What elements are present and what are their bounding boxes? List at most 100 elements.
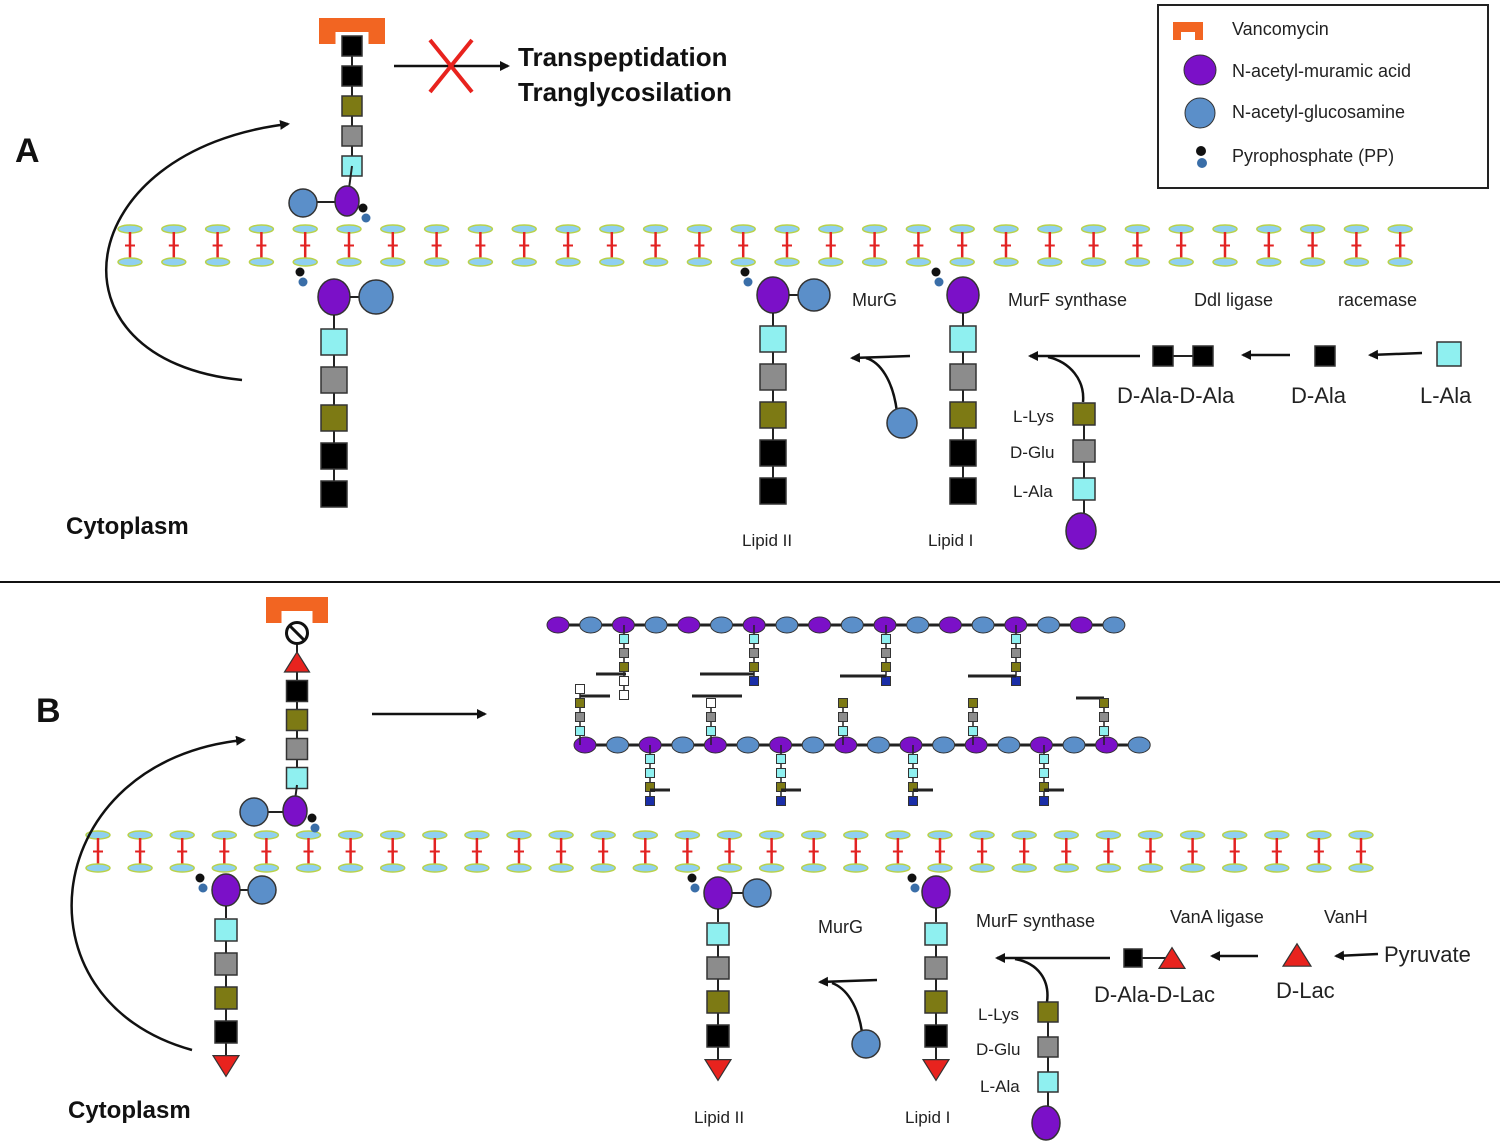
lipid-head-bottom [843, 863, 869, 873]
glcnac-unit [606, 736, 630, 754]
stem-residue [749, 662, 759, 672]
lipid-i-stem [921, 922, 951, 1082]
d-lac-residue [211, 1055, 241, 1078]
lipid-molecule [248, 224, 275, 267]
murnac-legend-icon [1183, 54, 1217, 86]
murnac-unit [964, 736, 988, 754]
panel-b-vana-ligase: VanA ligase [1170, 907, 1264, 927]
stem-residue [968, 698, 978, 708]
l-lys-residue [1072, 402, 1096, 426]
diagram-shapes [70, 18, 1462, 1141]
lipid-head-top [730, 224, 756, 234]
lipid-molecule [1221, 830, 1248, 873]
stem-residue [1099, 698, 1109, 708]
lipid-molecule [1168, 224, 1194, 267]
panel-a-d-ala-d-ala: D-Ala-D-Ala [1117, 383, 1235, 408]
l-lys-residue [285, 708, 309, 732]
block-x-mark [428, 38, 474, 94]
lipid-head-top [1095, 830, 1122, 840]
stem-residue [838, 726, 848, 736]
lipid-head-top [1343, 224, 1370, 234]
stem-residue [881, 676, 891, 686]
d-glu-residue [214, 952, 238, 976]
lipid-molecule [161, 224, 187, 267]
panel-b-murg: MurG [818, 917, 863, 937]
l-ala-residue [924, 922, 948, 946]
glcnac-sugar [239, 797, 269, 827]
outer-stem [341, 35, 363, 177]
panel-b-d-lac: D-Lac [1276, 978, 1335, 1003]
lipid-head-top [818, 224, 844, 234]
stem-residue [645, 768, 655, 778]
glcnac-unit [775, 616, 799, 634]
lipid-head-top [1348, 830, 1374, 840]
lipid-head-top [337, 830, 364, 840]
lipid-molecule [211, 830, 238, 873]
lipid-molecule [674, 830, 701, 873]
panel-b-vanh: VanH [1324, 907, 1368, 927]
pp-legend-icon-blue [1197, 158, 1207, 168]
lipid-head-bottom [1179, 863, 1206, 873]
lipid-molecule [506, 830, 532, 873]
l-lys-residue [1037, 1001, 1059, 1023]
pp-black-dot [740, 267, 750, 277]
d-glu-residue [759, 363, 787, 391]
panel-a-letter: A [15, 132, 40, 170]
bottom-strand-up-stem-2 [838, 698, 848, 745]
panel-a-flippase-arrow [104, 119, 290, 382]
lipid-head-bottom [337, 863, 364, 873]
murnac-unit [1069, 616, 1093, 634]
panel-a-l-ala-monomer [1436, 341, 1462, 367]
lipid-head-top [379, 830, 406, 840]
glcnac-unit [997, 736, 1021, 754]
lipid-molecule [949, 224, 975, 267]
legend-vancomycin: Vancomycin [1232, 19, 1329, 39]
murnac-sugar [921, 875, 951, 909]
panel-b-resistant-precursor [239, 597, 328, 833]
lipid-molecule [599, 224, 625, 267]
l-ala-residue [1037, 1071, 1059, 1093]
lipid-head-bottom [674, 863, 701, 873]
lipid-head-bottom [818, 257, 844, 267]
stem-residue [619, 662, 629, 672]
pp-black-dot [687, 873, 697, 883]
murf-feed-curve-b [1014, 957, 1049, 1003]
lipid-molecule [379, 830, 406, 873]
lipid-head-top [686, 224, 713, 234]
lipid-head-top [861, 224, 888, 234]
lipid-head-top [800, 830, 827, 840]
lipid-molecule [1306, 830, 1332, 873]
lipid-head-top [1256, 224, 1282, 234]
pp-black-dot [195, 873, 205, 883]
lipid-molecule [927, 830, 953, 873]
panel-a-d-ala: D-Ala [1291, 383, 1347, 408]
lipid-head-bottom [548, 863, 574, 873]
lipid-molecule [1095, 830, 1122, 873]
lipid-molecule [800, 830, 827, 873]
lipid-head-bottom [1137, 863, 1164, 873]
lipid-molecule [590, 830, 616, 873]
lipid-molecule [1124, 224, 1151, 267]
inner-stem [211, 918, 241, 1078]
lipid-molecule [467, 224, 494, 267]
pp-blue-dot [690, 883, 700, 893]
panel-a-membrane [117, 224, 1413, 267]
panel-b-udp-murnac-tripeptide [1031, 1001, 1061, 1141]
lipid-molecule [861, 224, 888, 267]
lipid-head-bottom [969, 863, 995, 873]
lipid-head-bottom [117, 257, 143, 267]
murnac-unit [573, 736, 597, 754]
d-lac-residue [921, 1059, 951, 1082]
lipid-head-top [253, 830, 280, 840]
panel-a-l-ala-substrate: L-Ala [1420, 383, 1472, 408]
panel-b-pyruvate: Pyruvate [1384, 942, 1471, 967]
glcnac-unit [579, 616, 603, 634]
lipid-molecule [336, 224, 362, 267]
stem-residue [619, 676, 629, 686]
murnac-sugar [282, 795, 308, 827]
panel-b-lipid-ii: Lipid II [694, 1108, 744, 1127]
panel-b-vanh-arrow [1334, 950, 1379, 961]
lipid-head-top [1306, 830, 1332, 840]
murnac-sugar [946, 276, 980, 314]
stem-residue [575, 712, 585, 722]
